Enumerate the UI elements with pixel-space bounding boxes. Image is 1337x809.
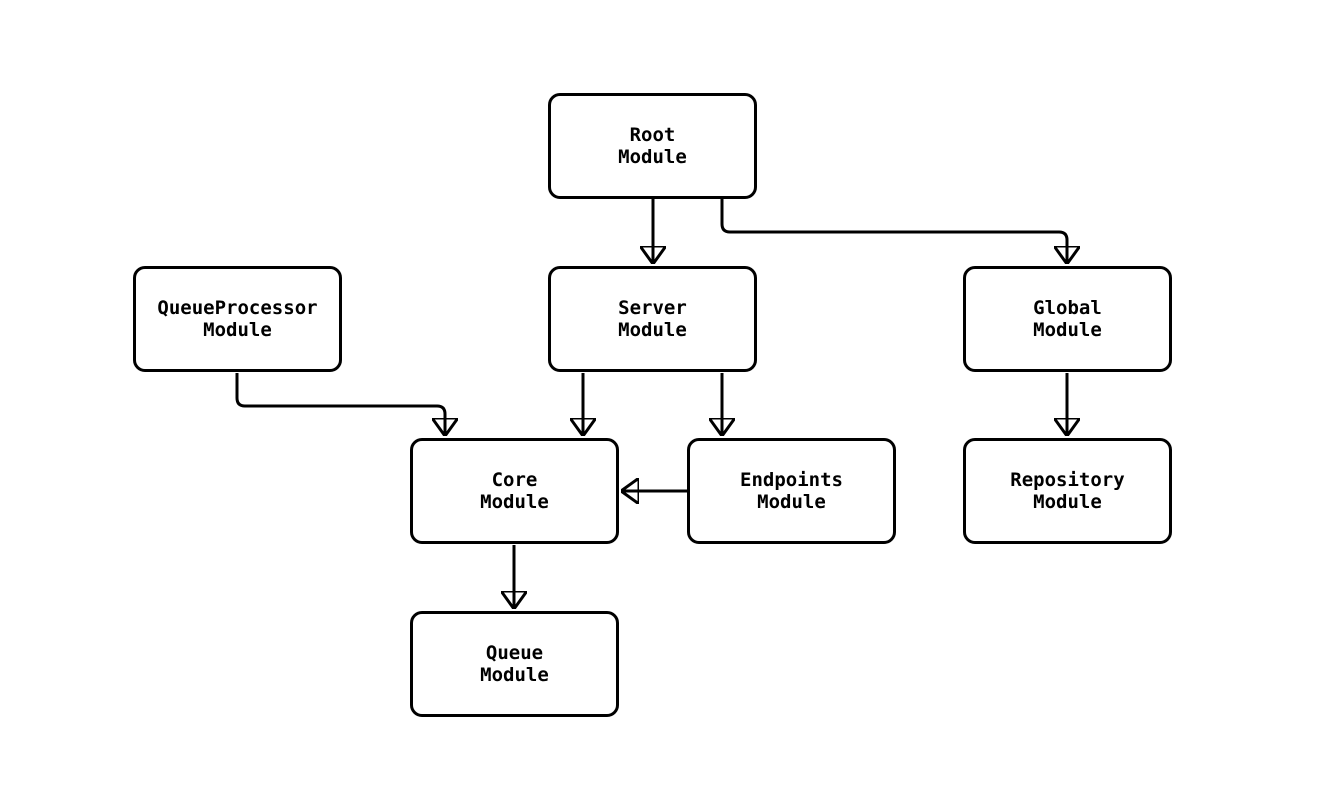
node-repository-module: Repository Module [963, 438, 1172, 544]
node-label-line2: Module [618, 146, 687, 168]
node-server-module: Server Module [548, 266, 757, 372]
node-label-line2: Module [1033, 491, 1102, 513]
node-label-line1: Core [491, 469, 538, 491]
node-label-line2: Module [480, 491, 549, 513]
node-endpoints-module: Endpoints Module [687, 438, 896, 544]
node-label-line2: Module [203, 319, 272, 341]
node-queueprocessor-module-label: QueueProcessor Module [157, 297, 317, 341]
node-label-line1: Endpoints [740, 469, 843, 491]
node-global-module-label: Global Module [1033, 297, 1102, 341]
node-core-module: Core Module [410, 438, 619, 544]
node-label-line2: Module [618, 319, 687, 341]
node-queue-module-label: Queue Module [480, 642, 549, 686]
node-root-module-label: Root Module [618, 124, 687, 168]
node-queueprocessor-module: QueueProcessor Module [133, 266, 342, 372]
node-label-line1: Repository [1010, 469, 1125, 491]
node-label-line2: Module [1033, 319, 1102, 341]
node-endpoints-module-label: Endpoints Module [740, 469, 843, 513]
node-label-line1: Server [618, 297, 687, 319]
node-core-module-label: Core Module [480, 469, 549, 513]
node-label-line1: Global [1033, 297, 1102, 319]
node-label-line2: Module [757, 491, 826, 513]
node-server-module-label: Server Module [618, 297, 687, 341]
edge-queueprocessor-core [235, 373, 445, 435]
node-label-line2: Module [480, 664, 549, 686]
node-global-module: Global Module [963, 266, 1172, 372]
edge-root-global [720, 198, 1067, 263]
node-queue-module: Queue Module [410, 611, 619, 717]
node-label-line1: Queue [485, 642, 544, 664]
node-root-module: Root Module [548, 93, 757, 199]
node-repository-module-label: Repository Module [1010, 469, 1124, 513]
node-label-line1: QueueProcessor [157, 297, 318, 319]
node-label-line1: Root [629, 124, 676, 146]
